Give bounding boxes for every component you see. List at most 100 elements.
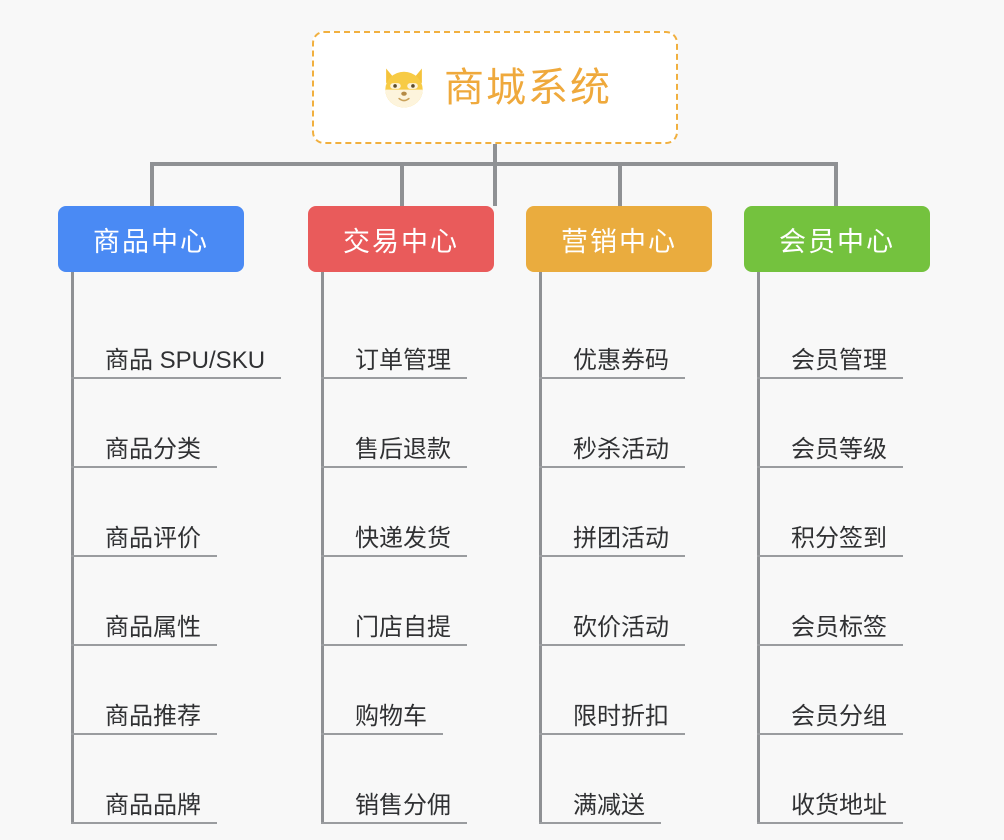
list-item[interactable]: 收货地址: [757, 735, 930, 824]
leaf-underline: [71, 733, 217, 735]
leaf-underline: [71, 644, 217, 646]
category-column-3: 会员中心 会员管理 会员等级 积分签到 会员标签 会员分组: [744, 206, 930, 824]
leaf-underline: [71, 466, 217, 468]
list-item[interactable]: 商品品牌: [71, 735, 275, 824]
leaf-underline: [539, 466, 685, 468]
leaf-list-1: 订单管理 售后退款 快递发货 门店自提 购物车 销售分佣: [321, 272, 494, 824]
list-item[interactable]: 会员标签: [757, 557, 930, 646]
leaf-label: 会员管理: [791, 347, 887, 374]
leaf-label: 收货地址: [791, 792, 887, 819]
leaf-underline: [321, 466, 467, 468]
leaf-label: 购物车: [355, 703, 427, 730]
leaf-list-3: 会员管理 会员等级 积分签到 会员标签 会员分组 收货地址: [757, 272, 930, 824]
category-label-1: 交易中心: [343, 226, 459, 257]
leaf-label: 会员分组: [791, 703, 887, 730]
connector-drop-0: [150, 162, 154, 208]
list-item[interactable]: 销售分佣: [321, 735, 494, 824]
list-item[interactable]: 商品 SPU/SKU: [71, 290, 281, 379]
leaf-label: 销售分佣: [355, 792, 451, 819]
leaf-underline: [321, 822, 467, 824]
leaf-label: 售后退款: [355, 436, 451, 463]
connector-drop-3: [834, 162, 838, 208]
leaf-list-0: 商品 SPU/SKU 商品分类 商品评价 商品属性 商品推荐 商品品牌: [71, 272, 281, 824]
list-item[interactable]: 砍价活动: [539, 557, 712, 646]
leaf-label: 商品评价: [105, 525, 201, 552]
leaf-underline: [539, 733, 685, 735]
list-item[interactable]: 商品评价: [71, 468, 275, 557]
category-label-3: 会员中心: [779, 226, 895, 257]
category-column-1: 交易中心 订单管理 售后退款 快递发货 门店自提 购物车: [308, 206, 494, 824]
leaf-label: 快递发货: [355, 525, 451, 552]
category-label-2: 营销中心: [561, 226, 677, 257]
connector-drop-1: [400, 162, 404, 208]
leaf-label: 限时折扣: [573, 703, 669, 730]
category-header-0[interactable]: 商品中心: [58, 206, 244, 272]
leaf-label: 商品属性: [105, 614, 201, 641]
list-item[interactable]: 商品属性: [71, 557, 275, 646]
list-item[interactable]: 商品推荐: [71, 646, 275, 735]
list-item[interactable]: 拼团活动: [539, 468, 712, 557]
leaf-underline: [71, 555, 217, 557]
category-column-0: 商品中心 商品 SPU/SKU 商品分类 商品评价 商品属性 商品推荐: [58, 206, 281, 824]
leaf-label: 秒杀活动: [573, 436, 669, 463]
shiba-dog-face-icon: [378, 62, 430, 114]
list-item[interactable]: 售后退款: [321, 379, 494, 468]
leaf-underline: [321, 377, 467, 379]
category-header-1[interactable]: 交易中心: [308, 206, 494, 272]
leaf-underline: [757, 466, 903, 468]
connector-drop-2: [618, 162, 622, 208]
category-header-3[interactable]: 会员中心: [744, 206, 930, 272]
leaf-underline: [757, 822, 903, 824]
leaf-label: 商品 SPU/SKU: [105, 347, 266, 374]
category-label-0: 商品中心: [93, 226, 209, 257]
list-item[interactable]: 积分签到: [757, 468, 930, 557]
leaf-list-2: 优惠券码 秒杀活动 拼团活动 砍价活动 限时折扣 满减送: [539, 272, 712, 824]
list-item[interactable]: 门店自提: [321, 557, 494, 646]
leaf-underline: [757, 555, 903, 557]
list-item[interactable]: 快递发货: [321, 468, 494, 557]
leaf-label: 订单管理: [355, 347, 451, 374]
list-item[interactable]: 订单管理: [321, 290, 494, 379]
leaf-spine-1: [321, 272, 324, 824]
list-item[interactable]: 购物车: [321, 646, 494, 735]
leaf-underline: [757, 733, 903, 735]
leaf-label: 优惠券码: [573, 347, 669, 374]
list-item[interactable]: 限时折扣: [539, 646, 712, 735]
root-title: 商城系统: [444, 65, 612, 110]
leaf-underline: [539, 644, 685, 646]
leaf-underline: [321, 733, 443, 735]
leaf-underline: [321, 555, 467, 557]
leaf-underline: [71, 377, 281, 379]
leaf-underline: [539, 822, 661, 824]
list-item[interactable]: 会员管理: [757, 290, 930, 379]
category-header-2[interactable]: 营销中心: [526, 206, 712, 272]
leaf-label: 拼团活动: [573, 525, 669, 552]
leaf-label: 门店自提: [355, 614, 451, 641]
leaf-underline: [71, 822, 217, 824]
leaf-label: 积分签到: [791, 525, 887, 552]
category-column-2: 营销中心 优惠券码 秒杀活动 拼团活动 砍价活动 限时折扣: [526, 206, 712, 824]
list-item[interactable]: 商品分类: [71, 379, 275, 468]
leaf-spine-2: [539, 272, 542, 824]
leaf-label: 商品推荐: [105, 703, 201, 730]
connector-root-stem: [493, 144, 497, 206]
list-item[interactable]: 优惠券码: [539, 290, 712, 379]
leaf-label: 砍价活动: [573, 614, 669, 641]
leaf-spine-0: [71, 272, 74, 824]
connector-bus: [150, 162, 838, 166]
leaf-label: 满减送: [573, 792, 645, 819]
root-node[interactable]: 商城系统: [312, 31, 678, 144]
leaf-spine-3: [757, 272, 760, 824]
leaf-underline: [757, 644, 903, 646]
leaf-label: 会员标签: [791, 614, 887, 641]
list-item[interactable]: 会员等级: [757, 379, 930, 468]
leaf-underline: [539, 377, 685, 379]
leaf-underline: [539, 555, 685, 557]
list-item[interactable]: 会员分组: [757, 646, 930, 735]
list-item[interactable]: 秒杀活动: [539, 379, 712, 468]
list-item[interactable]: 满减送: [539, 735, 712, 824]
leaf-underline: [757, 377, 903, 379]
leaf-label: 商品分类: [105, 436, 201, 463]
leaf-label: 会员等级: [791, 436, 887, 463]
